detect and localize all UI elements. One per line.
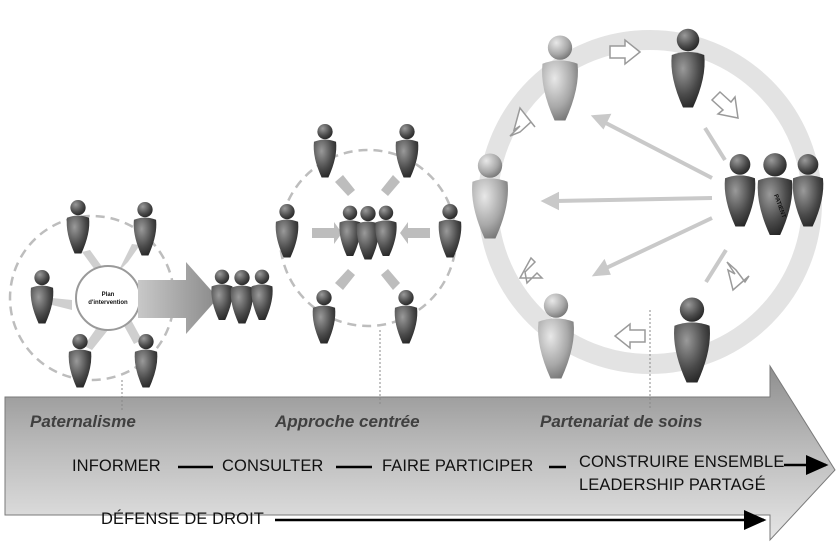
intervention-plan-label-line1: Plan: [102, 292, 115, 298]
step-consult: CONSULTER: [222, 457, 324, 475]
doctor-figure-icon: [313, 123, 337, 178]
professional-figure-icon: [134, 333, 158, 388]
continuum-band-arrow: [4, 364, 836, 542]
professional-figure-icon: [438, 203, 462, 258]
patient-figure-icon: [211, 269, 233, 320]
stage-label-care-partnership: Partenariat de soins: [540, 412, 703, 431]
step-shared-leadership: LEADERSHIP PARTAGÉ: [579, 476, 766, 494]
step-inform: INFORMER: [72, 457, 161, 475]
patient-figure-icon: [724, 154, 756, 227]
nurse-figure-icon: [538, 293, 574, 379]
patient-centred-group: [275, 123, 462, 405]
doctor-figure-icon: [66, 199, 90, 254]
professional-figure-icon: [275, 203, 299, 258]
professional-figure-icon: [472, 153, 508, 239]
doctor-figure-icon: [542, 35, 578, 121]
patient-figure-icon: [251, 269, 273, 320]
professional-figure-icon: [312, 289, 336, 344]
stage-label-paternalism: Paternalisme: [30, 412, 136, 431]
advocacy-label: DÉFENSE DE DROIT: [101, 510, 264, 528]
intervention-plan-label-line2: d'intervention: [88, 300, 128, 306]
professional-figure-icon: [394, 289, 418, 344]
patient-figure-icon: [375, 205, 397, 256]
nurse-figure-icon: [395, 123, 419, 178]
patient-figure-icon: [230, 269, 254, 324]
step-co-build: CONSTRUIRE ENSEMBLE: [579, 453, 785, 471]
paternalism-big-arrow: [138, 262, 218, 334]
stage-label-patient-centred: Approche centrée: [275, 412, 420, 431]
care-partnership-group: PATIENT: [472, 28, 824, 408]
step-involve: FAIRE PARTICIPER: [382, 457, 534, 475]
professional-figure-icon: [30, 269, 54, 324]
paternalism-group: Plan d'intervention: [8, 199, 273, 410]
